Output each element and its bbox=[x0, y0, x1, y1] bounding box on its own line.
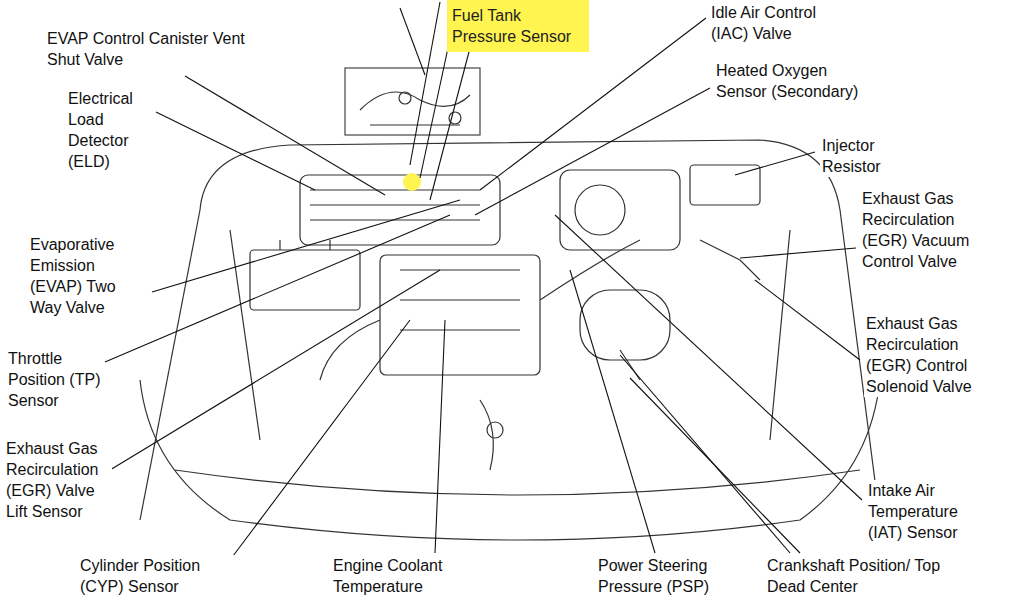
leader-line bbox=[110, 270, 440, 470]
part-label: Engine Coolant Temperature bbox=[331, 555, 480, 597]
part-label: Exhaust Gas Recirculation (EGR) Control … bbox=[864, 313, 1000, 397]
leader-line bbox=[152, 200, 460, 292]
part-label: Power Steering Pressure (PSP) bbox=[596, 555, 740, 597]
bumper-line bbox=[175, 470, 860, 495]
part-label: Cylinder Position (CYP) Sensor bbox=[78, 555, 242, 597]
leader-line bbox=[105, 215, 450, 362]
fender-line bbox=[230, 230, 790, 440]
inset-detail bbox=[399, 92, 411, 104]
part-label: Throttle Position (TP) Sensor bbox=[6, 348, 104, 411]
highlight-box: Fuel Tank Pressure Sensor bbox=[447, 0, 589, 52]
part-label: Intake Air Temperature (IAT) Sensor bbox=[866, 480, 980, 543]
leader-line bbox=[630, 378, 800, 553]
part-label: Evaporative Emission (EVAP) Two Way Valv… bbox=[28, 234, 136, 318]
engine-block bbox=[380, 255, 540, 375]
leader-line bbox=[430, 48, 470, 200]
part-label: Exhaust Gas Recirculation (EGR) Valve Li… bbox=[4, 438, 112, 522]
body-outline bbox=[140, 210, 200, 520]
wiring bbox=[620, 240, 760, 380]
part-label: Idle Air Control (IAC) Valve bbox=[709, 2, 838, 44]
sensor bbox=[487, 422, 503, 438]
hose bbox=[480, 400, 493, 470]
leader-line bbox=[420, 48, 448, 178]
battery bbox=[250, 250, 360, 310]
leader-line bbox=[435, 320, 445, 553]
inset-frame bbox=[345, 68, 480, 135]
part-label: Exhaust Gas Recirculation (EGR) Vacuum C… bbox=[860, 188, 1004, 272]
leader-line bbox=[570, 270, 655, 553]
bumper-line bbox=[140, 380, 880, 540]
leader-line bbox=[156, 112, 315, 190]
leader-line bbox=[755, 280, 860, 360]
body-outline bbox=[200, 140, 880, 520]
engine-outline bbox=[140, 68, 880, 540]
part-label: Crankshaft Position/ Top Dead Center bbox=[765, 555, 944, 597]
intake-manifold bbox=[300, 175, 500, 245]
engine-ribs bbox=[400, 270, 520, 330]
leader-line bbox=[410, 2, 440, 165]
leader-line bbox=[400, 8, 425, 75]
part-label: Electrical Load Detector (ELD) bbox=[66, 88, 152, 172]
part-label: Injector Resistor bbox=[820, 135, 906, 177]
leader-line bbox=[735, 152, 815, 175]
intake-runners bbox=[310, 190, 480, 220]
leader-line bbox=[740, 248, 856, 258]
part-label: Fuel Tank Pressure Sensor bbox=[452, 5, 584, 47]
part-label: EVAP Control Canister Vent Shut Valve bbox=[45, 28, 249, 70]
highlight-dot bbox=[403, 173, 421, 191]
hoses bbox=[320, 240, 640, 380]
part-label: Heated Oxygen Sensor (Secondary) bbox=[714, 60, 868, 102]
air-cleaner bbox=[560, 170, 680, 250]
leader-line bbox=[555, 215, 862, 500]
leader-line bbox=[475, 88, 710, 215]
leader-line bbox=[620, 355, 790, 553]
leader-line bbox=[230, 320, 410, 560]
inset-detail bbox=[360, 92, 470, 125]
air-cleaner-cap bbox=[575, 185, 625, 235]
leader-line bbox=[185, 76, 385, 195]
